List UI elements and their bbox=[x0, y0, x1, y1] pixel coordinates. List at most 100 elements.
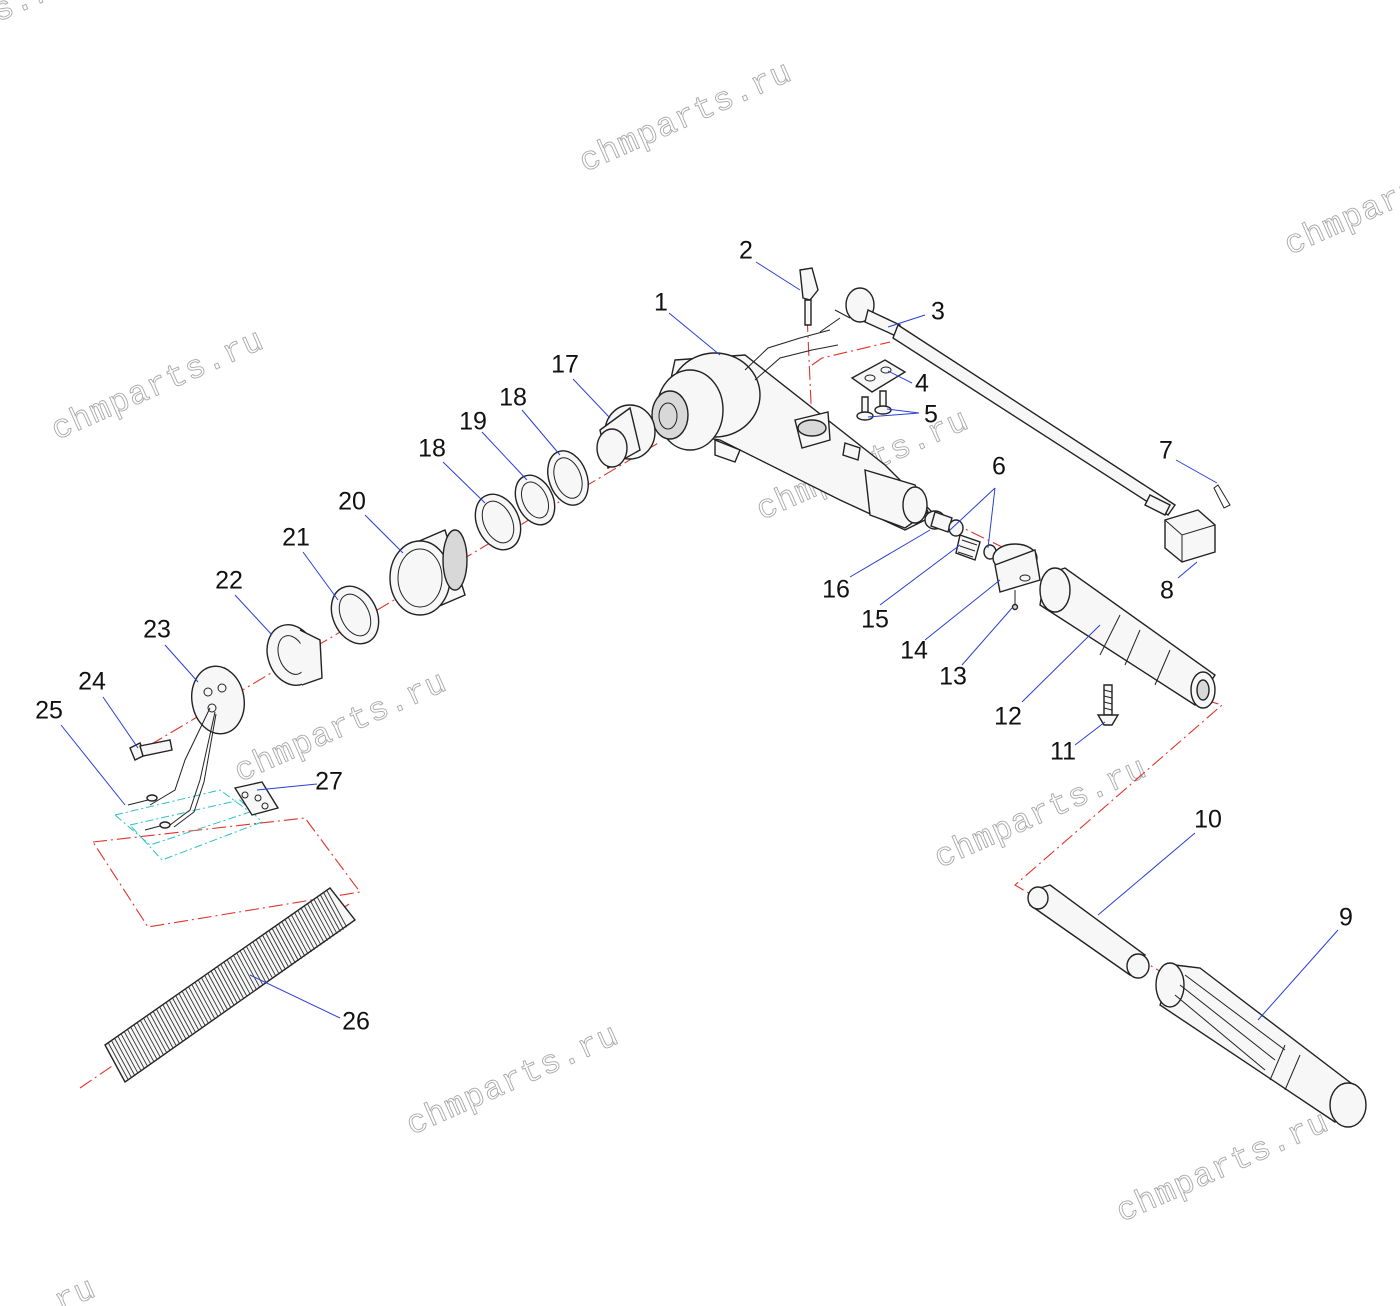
sleeve-rib bbox=[149, 1013, 171, 1051]
sleeve-rib bbox=[162, 1004, 184, 1042]
sleeve-rib bbox=[319, 894, 341, 932]
callouts: 1 2 3 4 5 6 7 8 9 10 11 12 13 14 15 16 1… bbox=[35, 237, 1353, 1036]
plate-part-4 bbox=[850, 359, 907, 393]
callout-12: 12 bbox=[994, 703, 1022, 731]
callout-21: 21 bbox=[282, 524, 310, 552]
sleeve-rib bbox=[246, 946, 267, 984]
shift-rod-part-3 bbox=[819, 287, 1176, 516]
sleeve-rib bbox=[156, 1008, 177, 1047]
sleeve-rib bbox=[201, 977, 222, 1015]
leader-lines bbox=[60, 261, 1339, 1021]
callout-7: 7 bbox=[1159, 437, 1173, 465]
sleeve-rib bbox=[258, 937, 280, 975]
throttle-sleeve-part-12 bbox=[1039, 567, 1216, 709]
pin-part-2 bbox=[799, 267, 819, 326]
watermark-fragment-top-left: s.r bbox=[0, 0, 59, 31]
callout-1: 1 bbox=[654, 289, 668, 317]
sleeve-rib bbox=[181, 990, 203, 1029]
callout-22: 22 bbox=[215, 567, 243, 595]
washer-part-21 bbox=[330, 585, 380, 645]
collar-part-14 bbox=[992, 543, 1041, 593]
sleeve-rib bbox=[239, 950, 261, 989]
watermark-mid-right: chmparts.ru bbox=[929, 750, 1153, 877]
sleeve-rib bbox=[136, 1022, 158, 1060]
sleeve-rib bbox=[127, 1029, 148, 1067]
sleeve-rib bbox=[184, 988, 206, 1027]
callout-15: 15 bbox=[861, 606, 889, 634]
sleeve-rib bbox=[278, 923, 299, 962]
cable-plate-part-23 bbox=[149, 665, 245, 828]
sleeve-rib bbox=[207, 973, 229, 1011]
sleeve-rib bbox=[307, 903, 328, 941]
sleeve-rib bbox=[265, 932, 287, 971]
sleeve-rib bbox=[217, 966, 238, 1004]
spring-washer-set-parts-6-15-16 bbox=[924, 510, 997, 561]
callout-19: 19 bbox=[459, 408, 487, 436]
bushing-part-22 bbox=[266, 624, 323, 686]
sleeve-rib bbox=[139, 1020, 161, 1058]
sleeve-rib bbox=[281, 921, 303, 959]
sleeve-rib bbox=[111, 1040, 132, 1078]
sleeve-rib bbox=[210, 970, 232, 1009]
bolt-part-24 bbox=[129, 739, 173, 761]
sleeve-rib bbox=[284, 919, 306, 957]
sleeve-rib bbox=[300, 907, 322, 946]
sleeve-rib bbox=[175, 995, 197, 1033]
sleeve-rib bbox=[310, 901, 332, 939]
sleeve-rib bbox=[133, 1024, 155, 1063]
sleeve-rib bbox=[326, 890, 348, 928]
sleeve-rib bbox=[249, 943, 271, 982]
sleeve-rib bbox=[236, 952, 258, 991]
callout-8: 8 bbox=[1160, 577, 1174, 605]
callout-18-top: 18 bbox=[499, 384, 527, 412]
sleeve-rib bbox=[229, 957, 251, 995]
rod-part-10 bbox=[1027, 884, 1150, 979]
watermark-bottom-right: chmparts.ru bbox=[1111, 1104, 1335, 1231]
sleeve-rib bbox=[233, 955, 254, 993]
screw-part-11 bbox=[1096, 684, 1120, 726]
watermark-top: chmparts.ru bbox=[574, 54, 798, 181]
callout-23: 23 bbox=[143, 616, 171, 644]
sleeve-rib bbox=[107, 1042, 129, 1080]
sleeve-rib bbox=[271, 928, 293, 966]
sleeve-rib bbox=[197, 979, 219, 1018]
sleeve-rib bbox=[165, 1002, 187, 1040]
callout-20: 20 bbox=[338, 488, 366, 516]
callout-2: 2 bbox=[739, 237, 753, 265]
screws-part-5 bbox=[856, 390, 892, 421]
callout-18-bottom: 18 bbox=[418, 435, 446, 463]
sleeve-rib bbox=[262, 934, 283, 973]
sleeve-rib bbox=[188, 986, 209, 1024]
sleeve-rib bbox=[159, 1006, 181, 1045]
sleeve-rib bbox=[268, 930, 290, 968]
sleeve-rib bbox=[130, 1026, 152, 1065]
callout-24: 24 bbox=[78, 668, 106, 696]
callout-5: 5 bbox=[924, 401, 938, 429]
sleeve-rib bbox=[191, 984, 213, 1022]
sleeve-rib bbox=[226, 959, 248, 997]
grip-part-9 bbox=[1155, 962, 1367, 1128]
callout-10: 10 bbox=[1194, 806, 1222, 834]
callout-17: 17 bbox=[551, 351, 579, 379]
terminal-part-25 bbox=[127, 794, 171, 831]
sleeve-rib bbox=[313, 899, 335, 937]
pin-part-13 bbox=[1011, 590, 1019, 611]
sleeve-rib bbox=[117, 1035, 139, 1074]
washer-part-18-bottom bbox=[474, 493, 522, 551]
sleeve-rib bbox=[303, 905, 325, 944]
sleeve-rib bbox=[323, 892, 344, 930]
sleeve-rib bbox=[114, 1038, 136, 1076]
sleeve-rib bbox=[194, 981, 216, 1020]
bushing-part-17 bbox=[596, 404, 656, 470]
sleeve-rib bbox=[168, 999, 190, 1038]
sleeve-rib bbox=[172, 997, 193, 1036]
sleeve-rib bbox=[223, 961, 245, 1000]
watermark-left: chmparts.ru bbox=[46, 322, 270, 449]
callout-11: 11 bbox=[1050, 738, 1076, 766]
block-part-8 bbox=[1164, 509, 1216, 563]
sleeve-rib bbox=[297, 910, 319, 948]
callout-25: 25 bbox=[35, 697, 63, 725]
sleeve-rib bbox=[123, 1031, 145, 1069]
watermark-fragment-bottom-left: ru bbox=[49, 1270, 102, 1306]
